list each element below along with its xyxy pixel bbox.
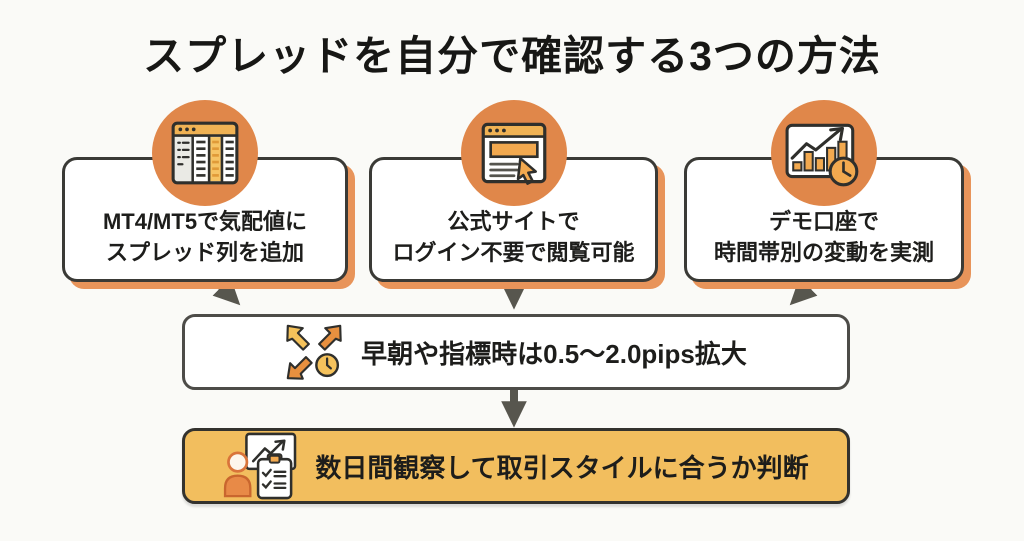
note-text: 早朝や指標時は0.5〜2.0pips拡大	[361, 338, 747, 369]
icon-circle	[460, 100, 567, 206]
method-card-demo-account: デモ口座で 時間帯別の変動を実測	[684, 100, 964, 282]
method-card-line2: 時間帯別の変動を実測	[713, 239, 934, 265]
spreadsheet-table-icon	[171, 121, 239, 185]
conclusion-text: 数日間観察して取引スタイルに合うか判断	[315, 452, 809, 483]
icon-circle	[152, 100, 258, 206]
method-card-line1: デモ口座で	[768, 208, 879, 234]
person-analysis-checklist-icon	[224, 432, 297, 500]
conclusion-box: 数日間観察して取引スタイルに合うか判断	[182, 428, 850, 504]
browser-cursor-icon	[481, 122, 546, 185]
page-title: スプレッドを自分で確認する3つの方法	[143, 33, 881, 79]
bar-chart-clock-icon	[785, 123, 859, 187]
method-card-line2: スプレッド列を追加	[105, 239, 304, 265]
method-card-line1: 公式サイトで	[447, 208, 580, 234]
note-box: 早朝や指標時は0.5〜2.0pips拡大	[182, 314, 850, 390]
icon-circle	[771, 100, 877, 206]
method-card-official-site: 公式サイトで ログイン不要で閲覧可能	[369, 100, 658, 282]
method-card-line2: ログイン不要で閲覧可能	[392, 239, 635, 265]
method-card-line1: MT4/MT5で気配値に	[102, 208, 308, 234]
expand-arrows-clock-icon	[286, 324, 342, 380]
method-card-mt4: MT4/MT5で気配値に スプレッド列を追加	[62, 100, 348, 282]
